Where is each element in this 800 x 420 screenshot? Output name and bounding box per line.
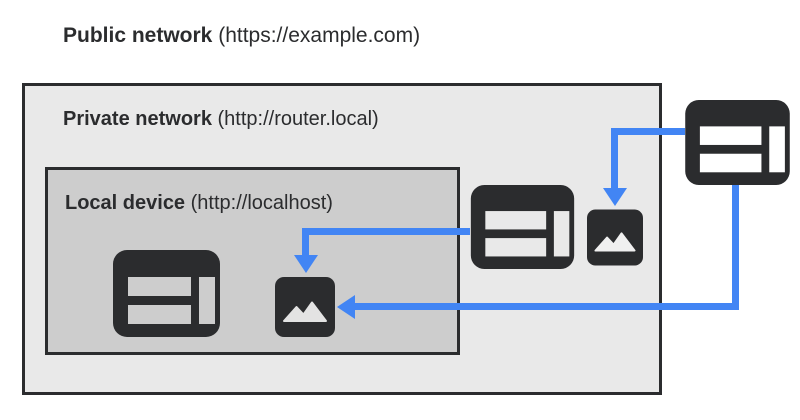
arrow-public-to-local-head	[337, 295, 355, 319]
arrow-public-to-private-v	[611, 128, 618, 189]
arrow-public-to-local-h	[355, 303, 739, 310]
private-network-url: (http://router.local)	[217, 108, 379, 130]
private-network-name: Private network	[63, 108, 212, 130]
arrow-private-to-local-v	[302, 228, 309, 257]
arrow-public-to-private-h	[611, 128, 685, 135]
arrow-private-to-local-head	[294, 255, 318, 273]
private-image-icon	[587, 208, 643, 267]
local-image-icon	[275, 277, 335, 337]
private-network-label: Private network (http://router.local)	[63, 108, 379, 131]
public-network-name: Public network	[63, 24, 213, 47]
arrow-private-to-local-h	[302, 228, 470, 235]
arrow-public-to-local-v	[732, 185, 739, 310]
private-browser-window-icon	[470, 185, 575, 269]
public-network-label: Public network (https://example.com)	[63, 24, 420, 48]
local-device-name: Local device	[65, 192, 186, 214]
local-device-label: Local device (http://localhost)	[65, 192, 333, 215]
local-device-url: (http://localhost)	[190, 192, 333, 214]
public-network-url: (https://example.com)	[218, 24, 421, 47]
public-browser-window-icon	[685, 100, 790, 185]
local-browser-window-icon	[113, 250, 220, 337]
arrow-public-to-private-head	[603, 188, 627, 206]
